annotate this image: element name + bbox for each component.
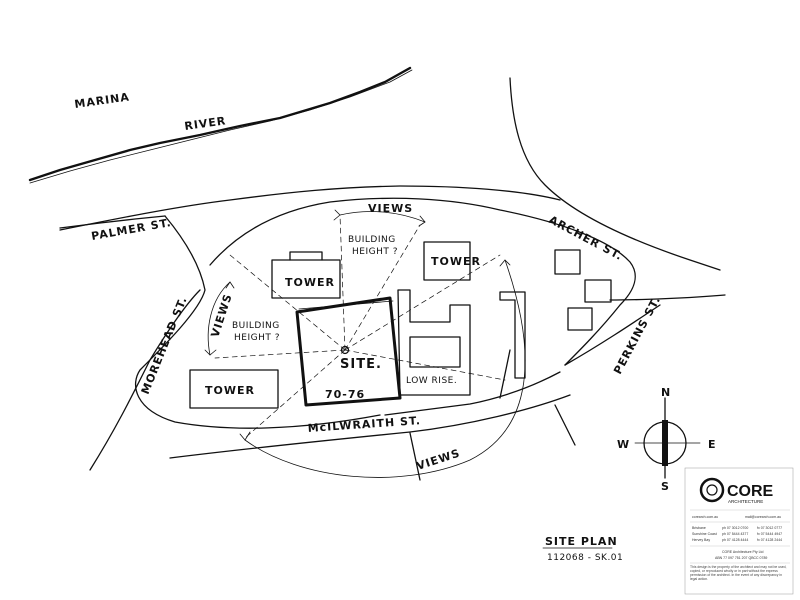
views-bottom-label: VIEWS [415,447,462,473]
site-plan-title: SITE PLAN [545,535,618,548]
svg-text:fx 07 5444 4947: fx 07 5444 4947 [757,532,782,536]
marina-label: MARINA [74,90,131,111]
svg-text:CORE Architecture Pty Ltd: CORE Architecture Pty Ltd [722,550,763,554]
sightlines [214,214,506,439]
palmer-st-label: PALMER ST. [90,216,172,243]
road-edges [59,77,726,481]
drawing-number: 112068 - SK.01 [547,553,623,563]
buildings [189,241,612,409]
site-number: 70-76 [325,388,365,401]
title-block: CORE ARCHITECTURE corearch.com.au mail@c… [684,467,794,595]
svg-text:ph 07 3012 0700: ph 07 3012 0700 [722,526,748,530]
river-label: RIVER [184,114,227,133]
compass-w: W [617,438,630,451]
compass-s: S [661,480,670,493]
river-bank [28,66,412,182]
low-rise-label: LOW RISE. [406,376,457,386]
tower-label-1: TOWER [285,276,335,289]
site-boundary [295,296,402,407]
archer-st-label: ARCHER ST. [547,213,626,263]
svg-text:mail@corearch.com.au: mail@corearch.com.au [745,515,781,519]
building-height-left-1: BUILDING [232,321,280,331]
svg-text:CORE: CORE [727,483,774,500]
morehead-st-label: MOREHEAD ST. [139,294,190,396]
mcilwraith-st-label: McILWRAITH ST. [307,414,421,435]
svg-text:ph 07 4128 4444: ph 07 4128 4444 [722,538,748,542]
svg-text:Sunshine Coast: Sunshine Coast [692,532,717,536]
disclaimer-text: This design is the property of the archi… [690,565,787,581]
drawing-title: SITE PLAN 112068 - SK.01 [542,535,623,563]
north-arrow: N S E W [617,386,717,493]
views-left-label: VIEWS [208,292,234,339]
svg-text:ARCHITECTURE: ARCHITECTURE [728,499,763,504]
svg-text:ABN 77 097 751 207 QBCC 0789: ABN 77 097 751 207 QBCC 0789 [715,556,767,560]
tower-label-3: TOWER [205,384,255,397]
tower-label-2: TOWER [431,255,481,268]
building-height-left-2: HEIGHT ? [234,333,280,343]
svg-text:corearch.com.au: corearch.com.au [692,515,718,519]
building-height-top-2: HEIGHT ? [352,247,398,257]
compass-n: N [661,386,671,399]
site-label: SITE. [340,357,382,372]
svg-text:Hervey Bay: Hervey Bay [692,538,710,542]
svg-text:fx 07 4128 2444: fx 07 4128 2444 [757,538,782,542]
building-height-top-1: BUILDING [348,235,396,245]
compass-e: E [708,438,717,451]
svg-text:Brisbane: Brisbane [692,526,706,530]
core-logo: CORE ARCHITECTURE [699,477,774,504]
svg-text:fx 07 3012 0777: fx 07 3012 0777 [757,526,782,530]
views-top-label: VIEWS [368,202,413,215]
svg-text:ph 07 5444 4377: ph 07 5444 4377 [722,532,748,536]
